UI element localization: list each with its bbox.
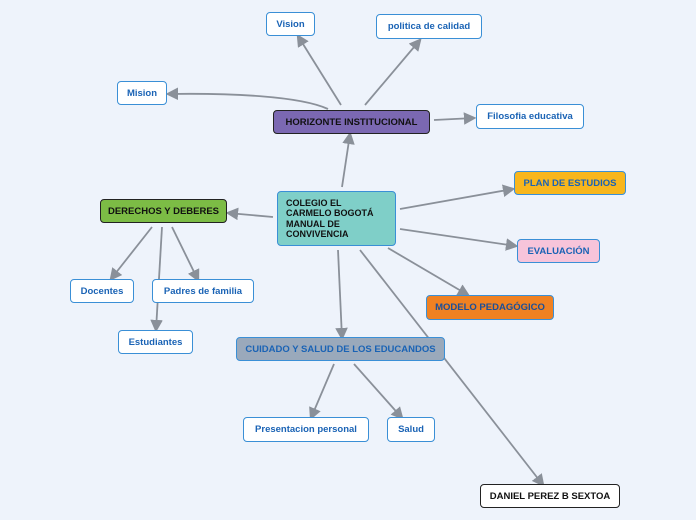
subtopic-vision[interactable]: Vision	[266, 12, 315, 36]
topic-cuidado-y-salud[interactable]: CUIDADO Y SALUD DE LOS EDUCANDOS	[236, 337, 445, 361]
subtopic-padres-de-familia[interactable]: Padres de familia	[152, 279, 254, 303]
central-topic[interactable]: COLEGIO EL CARMELO BOGOTÁ MANUAL DE CONV…	[277, 191, 396, 246]
edge-center-autor	[359, 249, 545, 487]
topic-modelo-pedagogico[interactable]: MODELO PEDAGÓGICO	[426, 295, 554, 320]
edge-center-modelo	[387, 247, 471, 297]
subtopic-filosofia-educativa[interactable]: Filosofia educativa	[476, 104, 584, 129]
edge-derechos-docentes	[109, 226, 153, 281]
edge-cuidado-presentacion	[309, 363, 335, 421]
subtopic-estudiantes[interactable]: Estudiantes	[118, 330, 193, 354]
subtopic-docentes[interactable]: Docentes	[70, 279, 134, 303]
central-line-4: CONVIVENCIA	[286, 229, 349, 239]
subtopic-mision[interactable]: Mision	[117, 81, 167, 105]
topic-horizonte-institucional[interactable]: HORIZONTE INSTITUCIONAL	[273, 110, 430, 134]
edge-center-cuidado	[335, 249, 348, 341]
topic-evaluacion[interactable]: EVALUACIÓN	[517, 239, 600, 263]
edge-horizonte-vision	[296, 33, 342, 106]
subtopic-politica-de-calidad[interactable]: politica de calidad	[376, 14, 482, 39]
edge-center-horizonte	[341, 131, 355, 188]
edge-cuidado-salud	[353, 363, 404, 420]
subtopic-salud[interactable]: Salud	[387, 417, 435, 442]
central-line-1: COLEGIO EL	[286, 197, 342, 208]
edge-derechos-padres	[171, 226, 200, 283]
edge-center-derechos	[225, 207, 274, 221]
edge-horizonte-filosofia	[433, 112, 477, 125]
topic-derechos-y-deberes[interactable]: DERECHOS Y DEBERES	[100, 199, 227, 223]
central-topic-text: COLEGIO EL CARMELO BOGOTÁ MANUAL DE CONV…	[286, 198, 374, 240]
topic-autor[interactable]: DANIEL PEREZ B SEXTOA	[480, 484, 620, 508]
topic-plan-de-estudios[interactable]: PLAN DE ESTUDIOS	[514, 171, 626, 195]
central-line-3: MANUAL DE	[286, 218, 340, 229]
edge-horizonte-politica	[364, 38, 422, 106]
edge-horizonte-mision	[165, 87, 329, 110]
edge-derechos-estudiantes	[150, 226, 163, 333]
edge-center-evaluacion	[399, 228, 519, 251]
central-line-2: CARMELO BOGOTÁ	[286, 208, 374, 218]
edge-center-plan	[399, 184, 516, 210]
subtopic-presentacion-personal[interactable]: Presentacion personal	[243, 417, 369, 442]
